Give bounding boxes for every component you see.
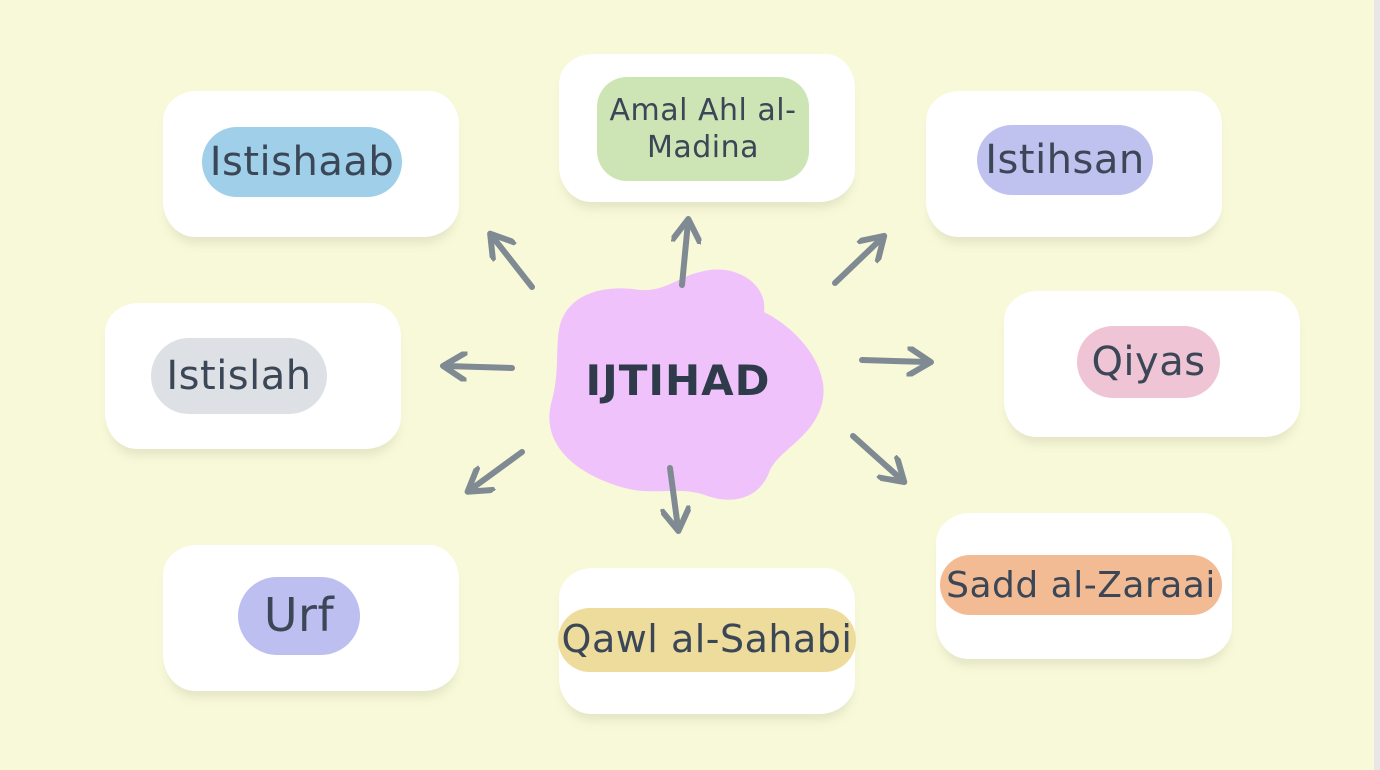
arrow-to-qiyas <box>859 360 928 362</box>
node-sadd-al-zaraai: Sadd al-Zaraai <box>940 555 1222 615</box>
arrow-to-istishaab <box>492 236 535 290</box>
arrow-to-urf <box>470 449 525 490</box>
node-qiyas: Qiyas <box>1077 326 1220 398</box>
node-istihsan: Istihsan <box>977 125 1153 195</box>
node-istishaab: Istishaab <box>202 127 402 197</box>
node-urf: Urf <box>238 577 360 655</box>
node-amal-ahl-al-madina: Amal Ahl al-Madina <box>597 77 809 181</box>
page-edge <box>1374 0 1380 770</box>
arrow-to-istihsan <box>832 238 882 286</box>
arrow-to-sadd-al-zaraai <box>850 433 902 480</box>
node-qawl-al-sahabi: Qawl al-Sahabi <box>558 608 856 672</box>
node-istislah: Istislah <box>151 338 327 414</box>
center-title: IJTIHAD <box>585 355 771 405</box>
center-blob <box>549 269 824 500</box>
arrow-to-qawl-al-sahabi <box>670 465 678 528</box>
arrow-to-istislah <box>446 366 515 368</box>
arrow-to-amal-ahl-al-madina <box>682 222 688 288</box>
